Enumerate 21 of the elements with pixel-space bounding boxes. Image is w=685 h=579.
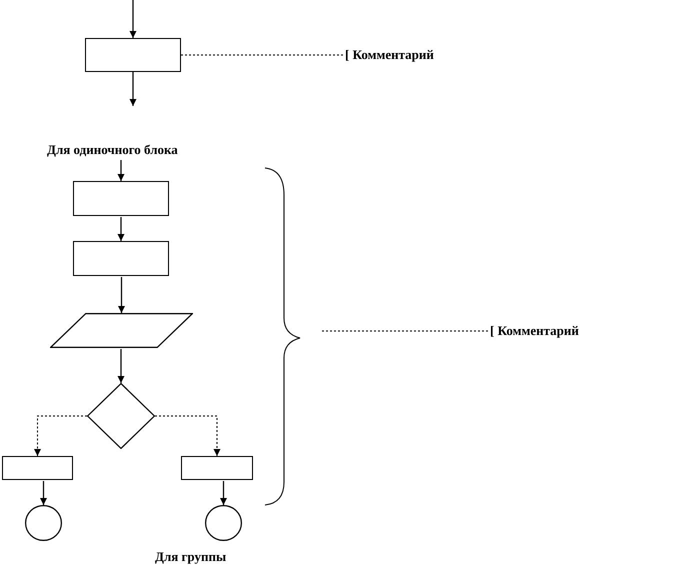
process-box xyxy=(73,181,169,216)
comment-text: [ Комментарий xyxy=(490,322,579,340)
arrow xyxy=(220,481,227,505)
process-box xyxy=(181,456,253,480)
process-box xyxy=(2,456,73,480)
arrow xyxy=(154,416,220,456)
connector-line xyxy=(322,330,490,332)
arrow xyxy=(40,481,47,505)
arrow xyxy=(118,349,124,383)
caption: Для группы xyxy=(155,549,226,565)
arrow xyxy=(118,277,125,313)
process-box xyxy=(73,241,169,276)
process-box xyxy=(85,38,181,72)
arrow xyxy=(130,0,136,38)
comment-text: [ Комментарий xyxy=(345,46,434,64)
arrow xyxy=(118,217,124,241)
arrow xyxy=(130,72,136,106)
arrow xyxy=(34,416,88,456)
connector-line xyxy=(180,54,346,56)
comment-text: Для одиночного блока xyxy=(47,141,178,159)
arrow xyxy=(118,160,124,181)
